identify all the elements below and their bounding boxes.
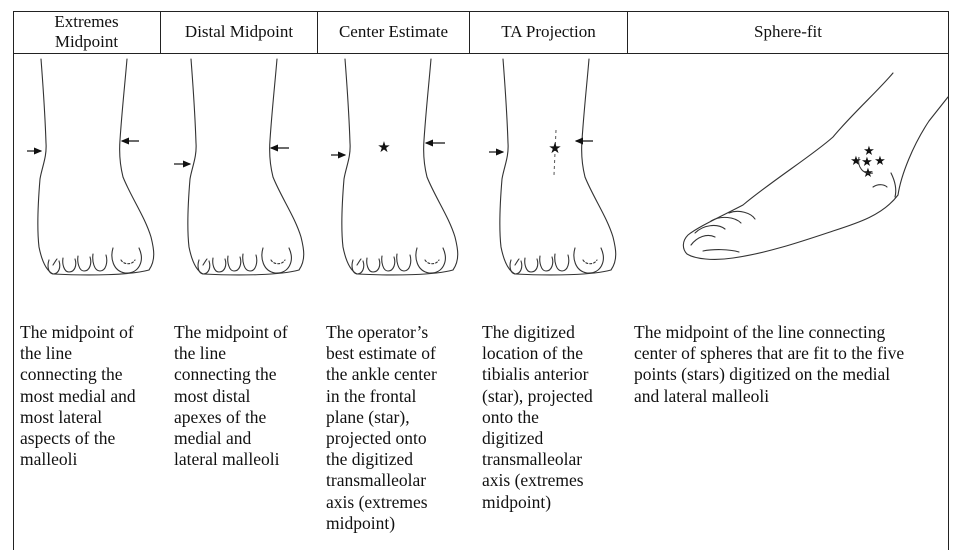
star-icon: ★ <box>874 153 886 168</box>
column-header: Extremes Midpoint <box>13 11 160 53</box>
star-icon: ★ <box>862 165 874 180</box>
front-ankle-tibialis-icon: ★ <box>483 55 623 295</box>
column-title: Extremes Midpoint <box>54 12 118 52</box>
column-title: Sphere-fit <box>754 22 822 42</box>
star-icon: ★ <box>377 140 390 156</box>
header-divider <box>13 53 949 54</box>
description-text: The midpoint of the line connecting the … <box>20 322 160 470</box>
column-header: Sphere-fit <box>628 11 948 53</box>
front-ankle-star-icon: ★ <box>325 55 465 295</box>
column-header: TA Projection <box>470 11 627 53</box>
column-title: Distal Midpoint <box>185 22 293 42</box>
front-ankle-arrows-icon <box>21 55 161 295</box>
column-title: TA Projection <box>501 22 596 42</box>
description-text: The midpoint of the line connecting the … <box>174 322 314 470</box>
description-text: The operator’s best estimate of the ankl… <box>326 322 466 534</box>
column-description: The midpoint of the line connecting the … <box>174 322 314 470</box>
column-description: The midpoint of the line connecting the … <box>20 322 160 470</box>
description-text: The digitized location of the tibialis a… <box>482 322 627 513</box>
star-icon: ★ <box>850 153 862 168</box>
table-left-border <box>13 11 14 550</box>
column-title: Center Estimate <box>339 22 448 42</box>
figure-table: Extremes Midpoint Distal Midpoint Center… <box>13 11 949 550</box>
front-ankle-arrows-icon <box>171 55 311 295</box>
star-icon: ★ <box>548 141 561 157</box>
column-description: The midpoint of the line connecting cent… <box>634 322 946 407</box>
column-header: Distal Midpoint <box>161 11 317 53</box>
side-foot-stars-icon: ★ ★ ★ ★ ★ <box>673 55 949 295</box>
description-text: The midpoint of the line connecting cent… <box>634 322 946 407</box>
column-description: The digitized location of the tibialis a… <box>482 322 627 513</box>
column-description: The operator’s best estimate of the ankl… <box>326 322 466 534</box>
column-header: Center Estimate <box>318 11 469 53</box>
